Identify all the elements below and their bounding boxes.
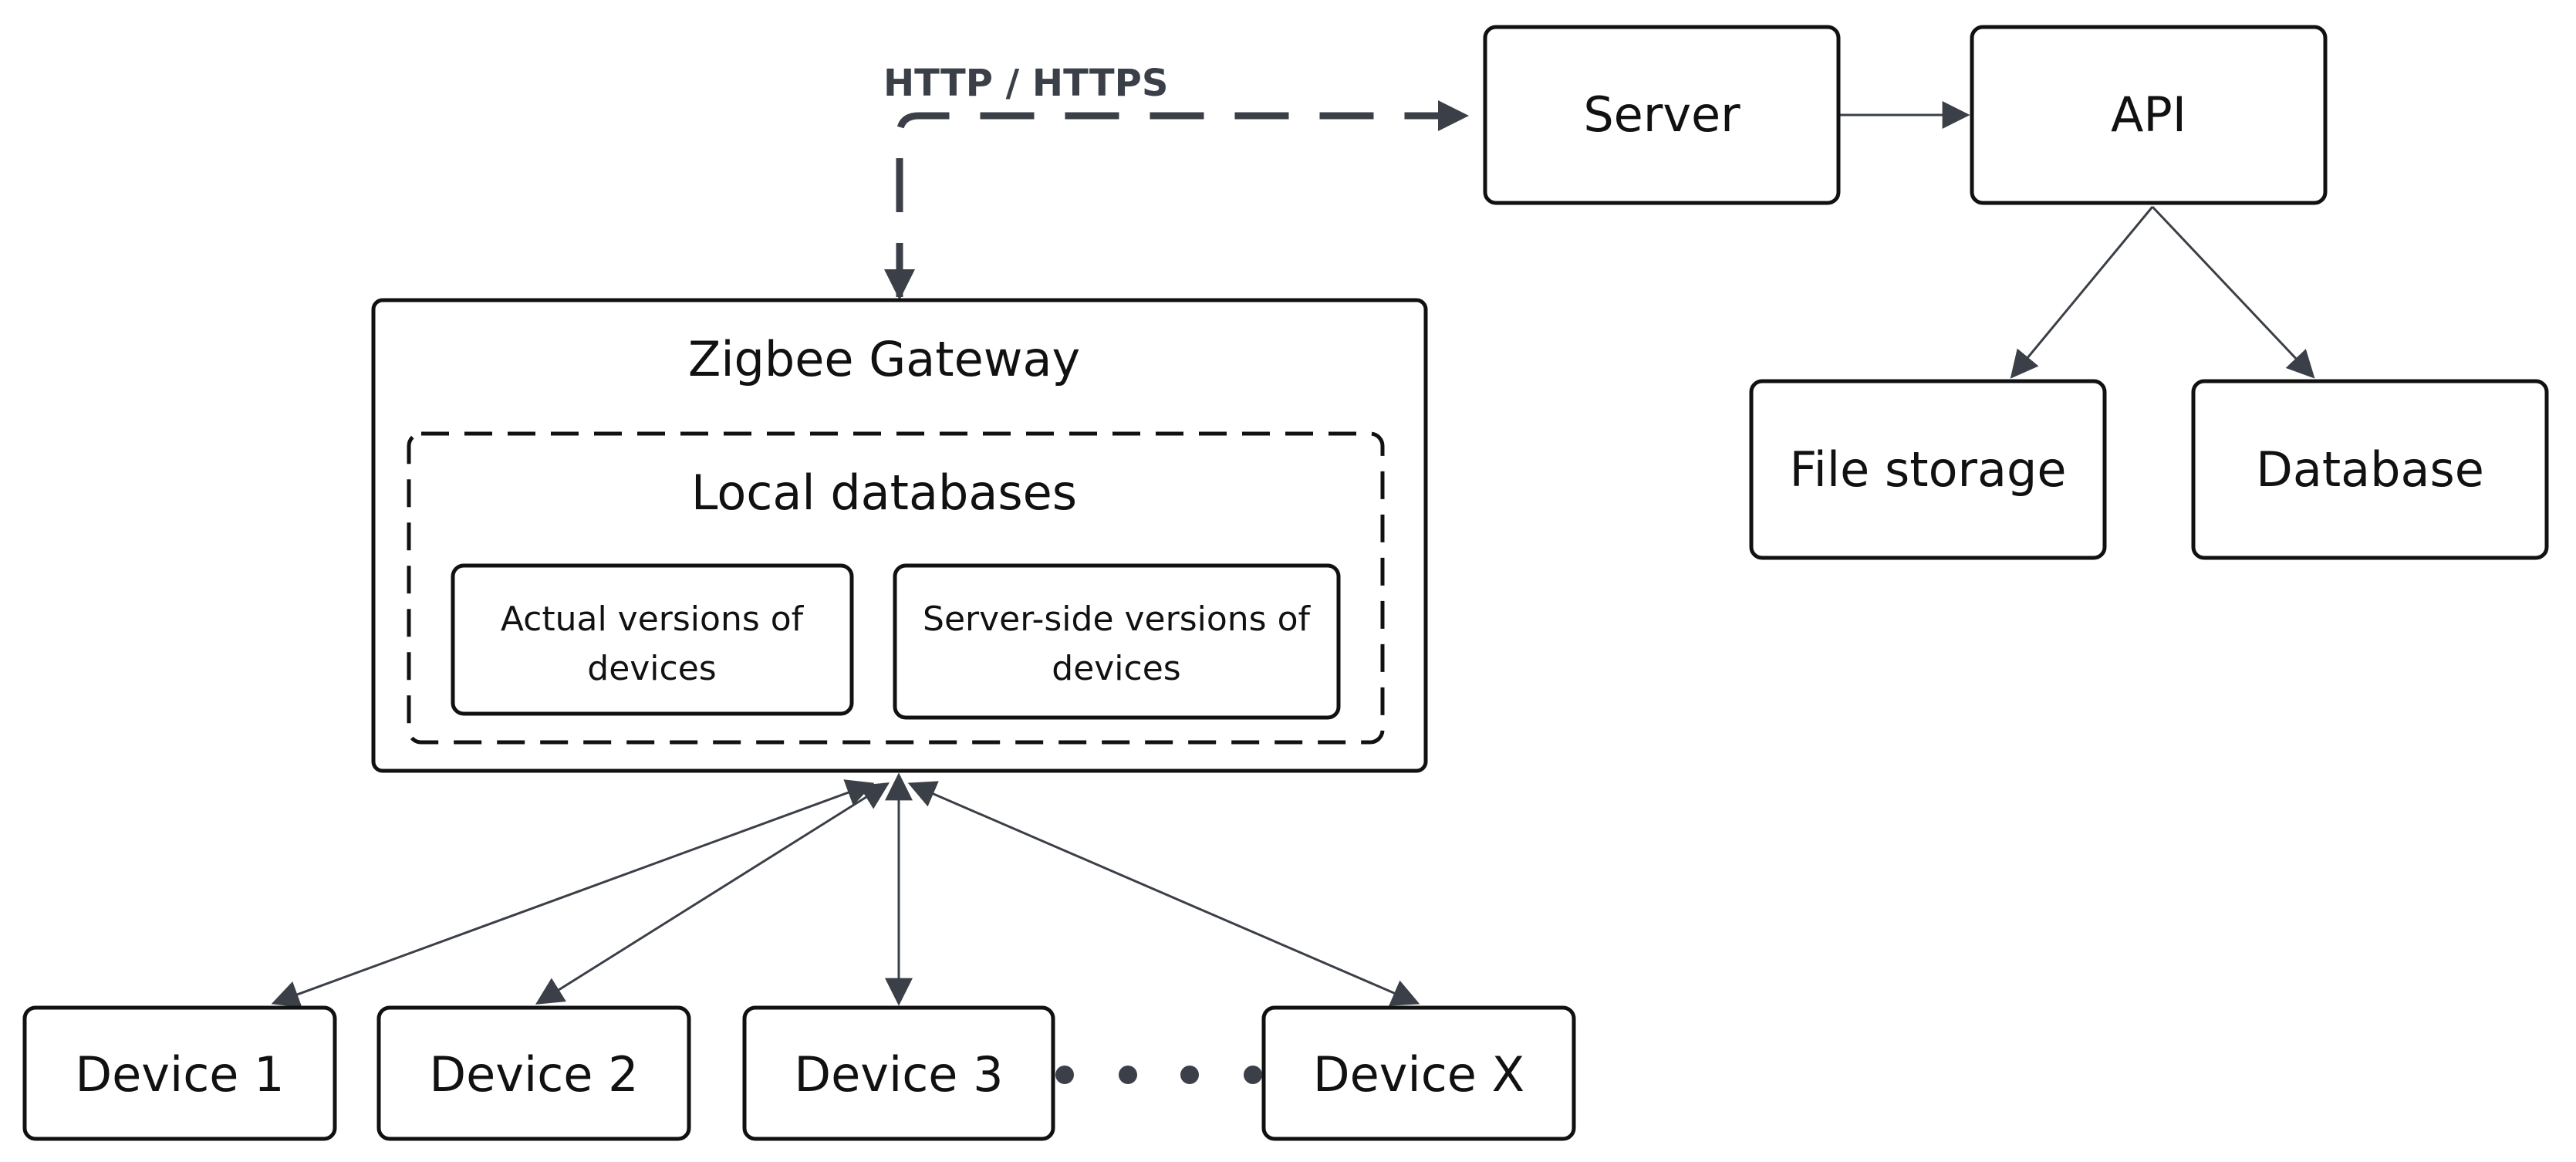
- api-label: API: [2111, 86, 2186, 143]
- device-1-label: Device 1: [75, 1046, 284, 1103]
- actual-versions-label-line2: devices: [587, 649, 716, 688]
- server-node: [1483, 25, 1841, 205]
- device-x-label: Device X: [1313, 1046, 1524, 1103]
- gateway-device1-edge: [271, 779, 875, 1008]
- database-label: Database: [2256, 441, 2484, 498]
- api-to-database-edge: [2151, 205, 2315, 379]
- gateway-deviceX-edge: [907, 781, 1420, 1006]
- device-3-node: [742, 1005, 1055, 1141]
- api-to-file-storage-edge: [2010, 206, 2154, 379]
- file-storage-node: [1749, 379, 2107, 560]
- device-1-node: [22, 1005, 337, 1141]
- server-side-versions-label-line2: devices: [1052, 649, 1180, 688]
- file-storage-label: File storage: [1790, 441, 2067, 498]
- actual-versions-node: [451, 563, 854, 716]
- server-side-versions-label: Server-side versions of: [923, 600, 1311, 639]
- device-2-label: Device 2: [429, 1046, 638, 1103]
- http-edge-label: HTTP / HTTPS: [883, 62, 1168, 105]
- device-3-label: Device 3: [794, 1046, 1003, 1103]
- server-side-versions-node: [893, 563, 1341, 720]
- ellipsis-dots: [1055, 1066, 1262, 1084]
- device-x-node: [1261, 1005, 1576, 1141]
- device-2-node: [376, 1005, 691, 1141]
- api-node: [1970, 25, 2328, 205]
- local-databases-label: Local databases: [691, 464, 1077, 521]
- local-databases-group: [407, 431, 1385, 745]
- http-connection-edge: [884, 100, 1469, 300]
- actual-versions-label: Actual versions of: [501, 600, 805, 639]
- server-label: Server: [1583, 86, 1740, 143]
- gateway-device2-edge: [535, 782, 890, 1005]
- database-node: [2191, 379, 2549, 560]
- zigbee-gateway-label: Zigbee Gateway: [688, 331, 1080, 387]
